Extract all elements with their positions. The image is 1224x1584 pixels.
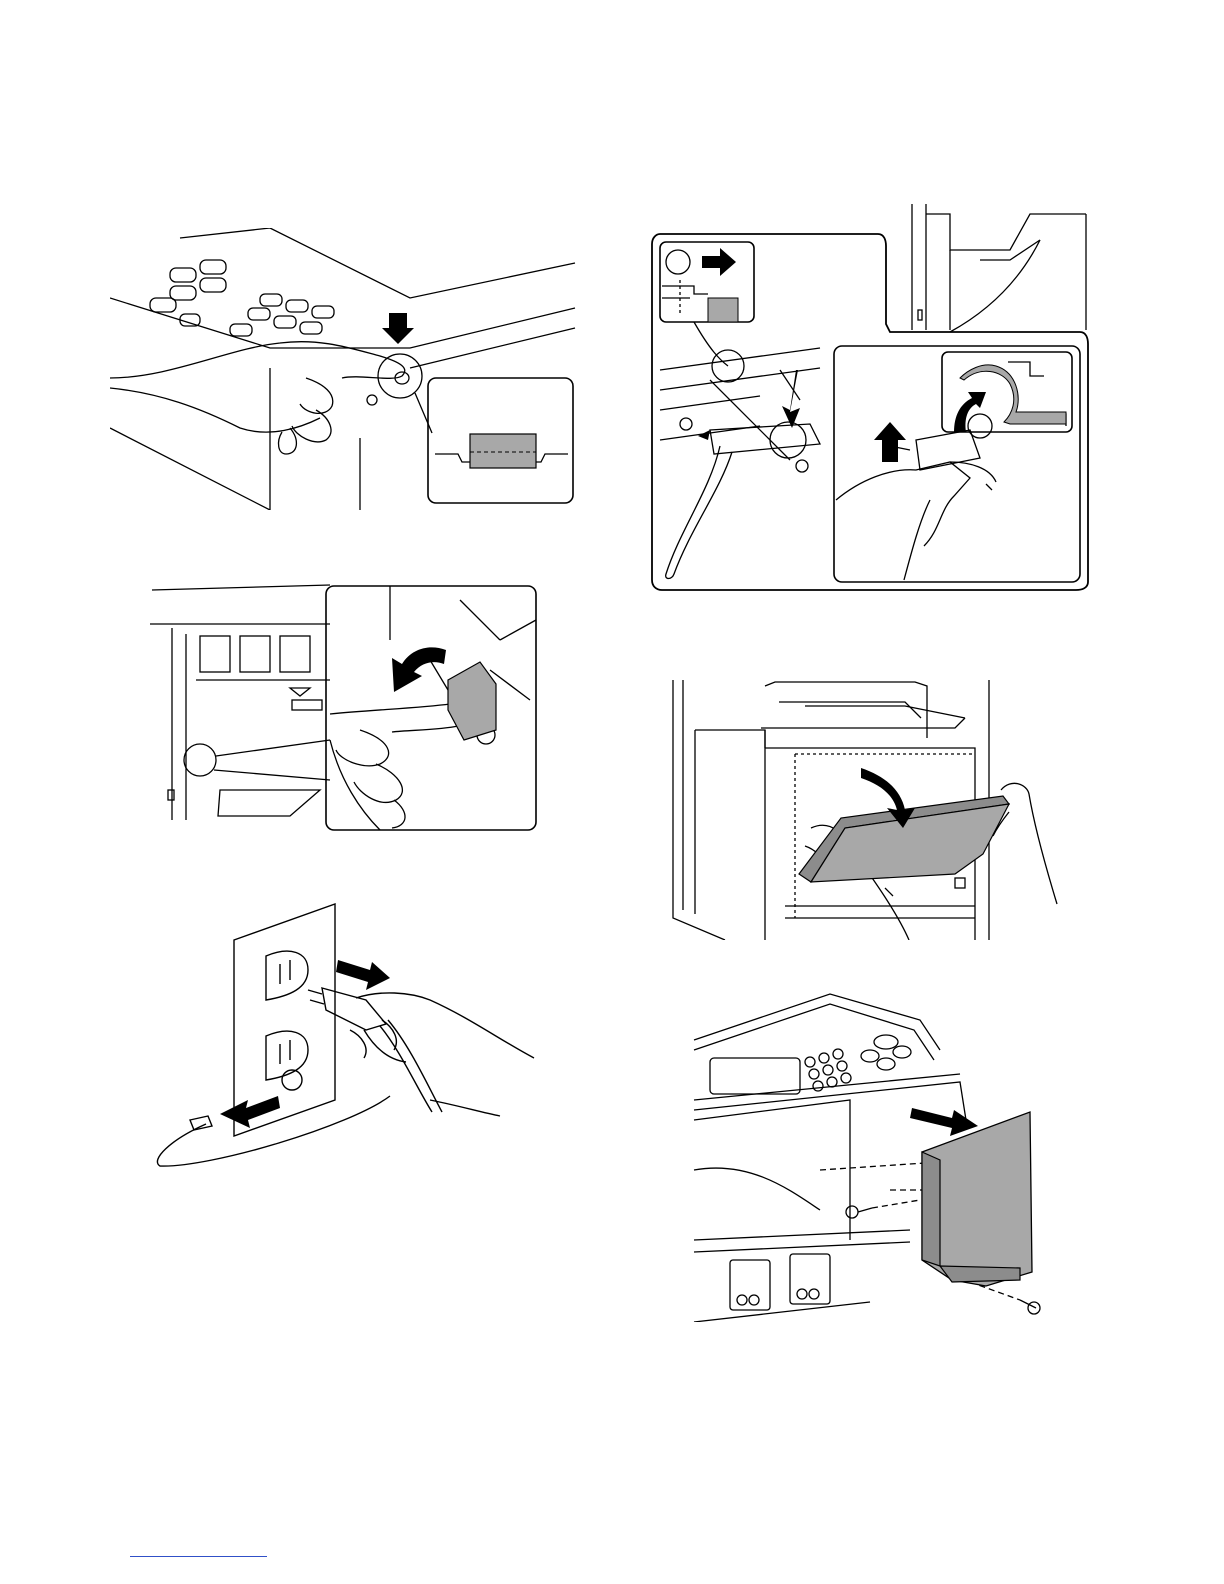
figure-power-key-press xyxy=(110,228,580,510)
figure-remove-side-cover xyxy=(690,990,1050,1322)
figure-main-switch-off xyxy=(140,580,540,832)
cover-remove-screws-icon xyxy=(690,990,1050,1322)
figure-unplug-power-cord xyxy=(150,900,535,1170)
footer-link-rule xyxy=(130,1556,267,1557)
figure-open-front-cover xyxy=(665,678,1065,940)
hand-toggle-switch-icon xyxy=(140,580,540,832)
hands-open-cover-icon xyxy=(665,678,1065,940)
hand-press-key-icon xyxy=(110,228,580,510)
hand-lift-lever-icon xyxy=(650,200,1090,595)
figure-release-lever xyxy=(650,200,1090,595)
hand-unplug-icon xyxy=(150,900,535,1170)
